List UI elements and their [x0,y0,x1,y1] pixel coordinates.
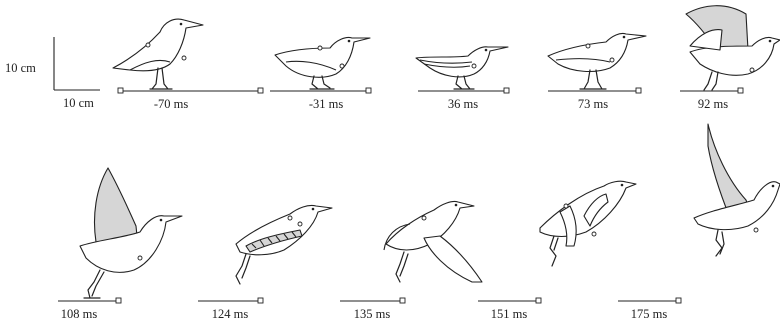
bird-silhouette [548,33,646,71]
eye [455,204,458,207]
body-marker [472,64,476,68]
ground-marker-right [536,298,541,303]
body-marker [564,204,568,208]
body-marker [318,46,322,50]
frame-124ms: 124 ms [198,205,332,321]
frame-label: 92 ms [698,97,728,111]
body-marker [288,216,292,220]
legs [150,68,172,89]
scale-bar: 10 cm 10 cm [5,37,100,110]
legs [716,230,724,256]
frame-label: -70 ms [154,97,189,111]
eye [160,219,163,222]
bird-silhouette [275,37,370,77]
ground-marker-left [118,88,123,93]
legs [580,70,606,89]
frame-36ms: 36 ms [416,47,509,111]
eye [312,208,315,211]
body-marker [422,216,426,220]
eye [623,36,626,39]
body-marker [610,58,614,62]
eye [621,184,624,187]
body-marker [340,64,344,68]
bird-silhouette [113,19,203,71]
frame-108ms: 108 ms [58,168,182,321]
frame-73ms: 73 ms [548,33,646,111]
eye [485,49,488,52]
frame-135ms: 135 ms [340,201,482,321]
frame-label: 36 ms [448,97,478,111]
scale-vertical-label: 10 cm [5,61,36,75]
ground-marker-right [400,298,405,303]
legs [454,76,474,89]
frame-175ms: 175 ms [618,124,780,321]
wing-near [690,30,722,50]
ground-marker-right [504,88,509,93]
body-marker [750,68,754,72]
ground-marker-right [258,88,263,93]
frame-minus-31ms: -31 ms [270,37,371,111]
legs [236,254,250,284]
ground-marker-right [116,298,121,303]
legs [396,252,408,282]
body-marker [182,56,186,60]
body-marker [586,44,590,48]
ground-marker-right [636,88,641,93]
body-marker [138,256,142,260]
ground-marker-right [676,298,681,303]
legs [84,270,104,298]
frame-label: 135 ms [354,307,391,321]
frame-label: 175 ms [631,307,668,321]
frame-label: 108 ms [61,307,98,321]
frame-92ms: 92 ms [680,6,780,111]
frame-label: -31 ms [309,97,344,111]
ground-marker-right [366,88,371,93]
legs [550,236,558,266]
scale-horizontal-label: 10 cm [63,96,94,110]
frame-151ms: 151 ms [478,181,636,321]
body-marker [754,228,758,232]
frame-minus-70ms: -70 ms [113,19,263,111]
body-marker [592,232,596,236]
frame-label: 124 ms [212,307,249,321]
ground-marker-right [258,298,263,303]
frame-label: 151 ms [491,307,528,321]
ground-marker-right [738,88,743,93]
eye [180,23,183,26]
eye [348,40,351,43]
body-marker [298,222,302,226]
legs [704,72,718,90]
body-marker [146,43,150,47]
frame-label: 73 ms [578,97,608,111]
legs [310,76,334,89]
eye [772,185,775,188]
eye [769,40,772,43]
wing-near [424,236,482,282]
